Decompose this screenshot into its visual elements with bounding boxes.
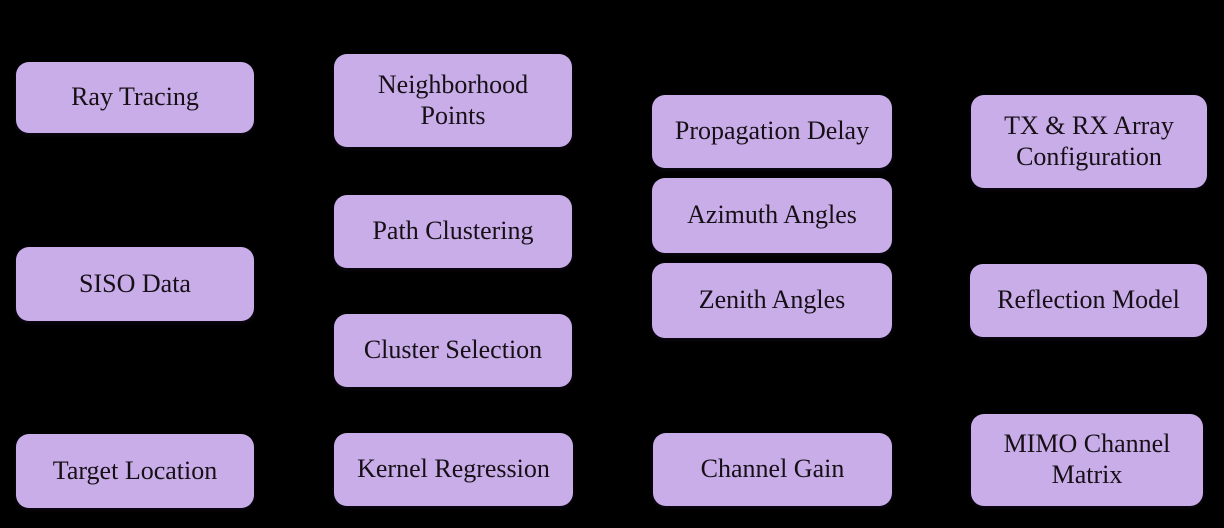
node-tx-rx-array-configuration: TX & RX Array Configuration [971,95,1207,188]
node-propagation-delay: Propagation Delay [652,95,892,168]
node-neighborhood-points: Neighborhood Points [334,54,572,147]
node-zenith-angles: Zenith Angles [652,263,892,338]
node-cluster-selection: Cluster Selection [334,314,572,387]
node-path-clustering: Path Clustering [334,195,572,268]
node-siso-data: SISO Data [16,247,254,321]
node-reflection-model: Reflection Model [970,264,1207,337]
node-azimuth-angles: Azimuth Angles [652,178,892,253]
node-channel-gain: Channel Gain [653,433,892,506]
node-kernel-regression: Kernel Regression [334,433,573,506]
node-mimo-channel-matrix: MIMO Channel Matrix [971,414,1203,506]
node-ray-tracing: Ray Tracing [16,62,254,133]
node-target-location: Target Location [16,434,254,508]
